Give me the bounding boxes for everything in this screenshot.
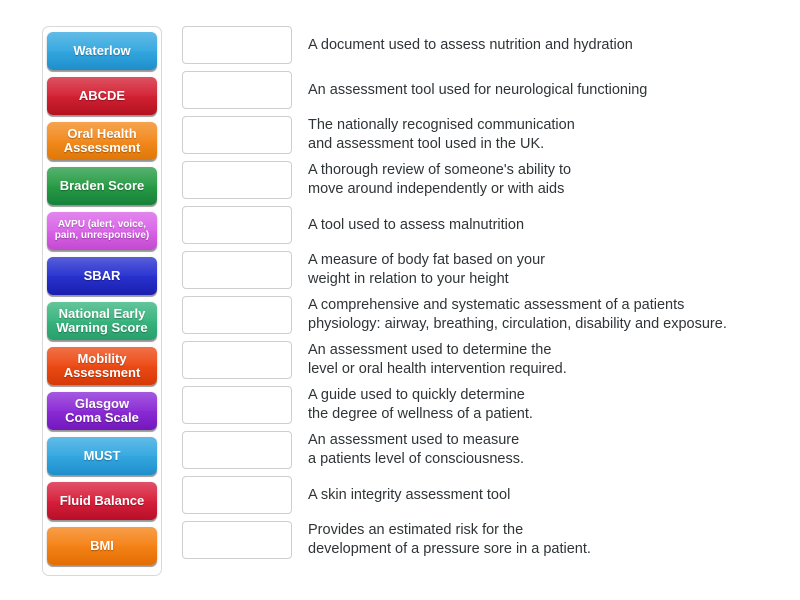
answer-dropbox[interactable]	[182, 71, 292, 109]
answer-row: A measure of body fat based on your weig…	[182, 251, 772, 289]
answer-description: Provides an estimated risk for the devel…	[308, 522, 591, 557]
draggable-tile[interactable]: MUST	[47, 437, 157, 475]
answer-dropbox[interactable]	[182, 296, 292, 334]
tile-label: Fluid Balance	[59, 492, 145, 508]
tile-label: Braden Score	[59, 177, 145, 193]
answer-row: Provides an estimated risk for the devel…	[182, 521, 772, 559]
tile-label: SBAR	[83, 267, 121, 283]
answer-description: A guide used to quickly determine the de…	[308, 387, 533, 422]
answer-row: The nationally recognised communication …	[182, 116, 772, 154]
answer-row: A skin integrity assessment tool	[182, 476, 772, 514]
draggable-tile[interactable]: Waterlow	[47, 32, 157, 70]
answer-dropbox[interactable]	[182, 521, 292, 559]
answer-description: An assessment used to measure a patients…	[308, 432, 525, 467]
answer-description: A skin integrity assessment tool	[308, 486, 511, 503]
answer-row: A guide used to quickly determine the de…	[182, 386, 772, 424]
answer-description: A document used to assess nutrition and …	[308, 36, 633, 53]
tile-label: AVPU (alert, voice, pain, unresponsive)	[54, 219, 150, 241]
draggable-tile[interactable]: Fluid Balance	[47, 482, 157, 520]
answer-row: A tool used to assess malnutrition	[182, 206, 772, 244]
answer-row: A document used to assess nutrition and …	[182, 26, 772, 64]
answer-dropbox[interactable]	[182, 476, 292, 514]
draggable-tile[interactable]: Braden Score	[47, 167, 157, 205]
answer-row: A comprehensive and systematic assessmen…	[182, 296, 772, 334]
tile-label: National Early Warning Score	[56, 305, 148, 335]
draggable-tile[interactable]: National Early Warning Score	[47, 302, 157, 340]
answer-dropbox[interactable]	[182, 26, 292, 64]
draggable-tile[interactable]: Oral Health Assessment	[47, 122, 157, 160]
answer-dropbox[interactable]	[182, 161, 292, 199]
answer-description: An assessment used to determine the leve…	[308, 342, 567, 377]
tile-label: Glasgow Coma Scale	[65, 395, 139, 425]
answer-dropbox[interactable]	[182, 386, 292, 424]
draggable-tile[interactable]: AVPU (alert, voice, pain, unresponsive)	[47, 212, 157, 250]
answer-description: A comprehensive and systematic assessmen…	[308, 297, 727, 332]
answer-dropbox[interactable]	[182, 341, 292, 379]
answer-dropbox[interactable]	[182, 431, 292, 469]
tile-label: MUST	[83, 447, 121, 463]
answer-description: A tool used to assess malnutrition	[308, 216, 525, 233]
answer-row: An assessment used to measure a patients…	[182, 431, 772, 469]
answer-dropbox[interactable]	[182, 206, 292, 244]
draggable-tile[interactable]: Mobility Assessment	[47, 347, 157, 385]
answer-row: An assessment tool used for neurological…	[182, 71, 772, 109]
answer-row: An assessment used to determine the leve…	[182, 341, 772, 379]
answer-rows: A document used to assess nutrition and …	[182, 26, 772, 566]
tile-label: BMI	[90, 537, 114, 553]
draggable-tile[interactable]: BMI	[47, 527, 157, 565]
draggable-tile[interactable]: SBAR	[47, 257, 157, 295]
answer-dropbox[interactable]	[182, 251, 292, 289]
draggable-tile[interactable]: Glasgow Coma Scale	[47, 392, 157, 430]
answer-description: An assessment tool used for neurological…	[308, 81, 648, 98]
answer-description: The nationally recognised communication …	[308, 117, 575, 152]
answer-description: A thorough review of someone's ability t…	[308, 162, 572, 197]
tile-label: Oral Health Assessment	[63, 125, 141, 155]
tile-label: Waterlow	[73, 42, 131, 58]
answer-dropbox[interactable]	[182, 116, 292, 154]
draggable-tile[interactable]: ABCDE	[47, 77, 157, 115]
tile-label: Mobility Assessment	[63, 350, 141, 380]
answer-description: A measure of body fat based on your weig…	[308, 252, 545, 287]
answer-row: A thorough review of someone's ability t…	[182, 161, 772, 199]
tile-label: ABCDE	[78, 87, 126, 103]
